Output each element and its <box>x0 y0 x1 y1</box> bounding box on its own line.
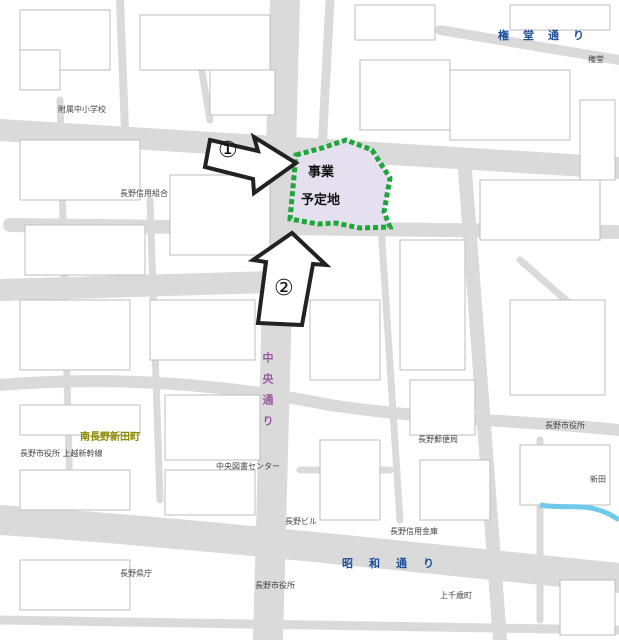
approach-arrow-2 <box>247 230 332 328</box>
building-block <box>19 404 141 436</box>
place-label-post: 長野郵便局 <box>418 435 458 444</box>
building-block <box>479 179 601 241</box>
building-block <box>354 4 436 41</box>
building-block <box>164 469 256 516</box>
building-block <box>579 99 616 181</box>
building-block <box>509 299 606 396</box>
building-block <box>449 69 571 141</box>
building-block <box>359 59 451 131</box>
place-label-center: 中央図書センター <box>216 462 280 471</box>
approach-arrow-1 <box>202 132 300 197</box>
building-block <box>149 299 256 361</box>
place-label-right-edge-1: 権堂 <box>588 55 604 64</box>
building-block <box>319 439 381 521</box>
building-block <box>19 49 61 91</box>
approach-marker-1: ① <box>218 138 238 163</box>
building-block <box>309 299 381 381</box>
place-label-bottom-right: 上千歳町 <box>440 591 472 600</box>
place-label-bank-right: 長野市役所 <box>545 421 585 430</box>
place-label-bottom-left-1: 長野県庁 <box>120 569 152 578</box>
place-label-left-mid: 長野市役所 上越新幹線 <box>20 449 103 458</box>
street-label-showa: 昭和通り <box>342 557 450 570</box>
approach-marker-2: ② <box>274 276 294 301</box>
building-block <box>559 579 616 636</box>
place-label-bottom-bank: 長野信用金庫 <box>390 527 438 536</box>
river <box>539 502 619 523</box>
building-block <box>399 239 466 371</box>
building-block <box>24 224 146 276</box>
building-block <box>19 559 131 611</box>
site-label-line1: 事業 <box>308 165 335 180</box>
site-label-line2: 予定地 <box>301 193 341 208</box>
building-block <box>409 379 476 436</box>
building-block <box>19 469 131 511</box>
building-block <box>419 459 491 521</box>
building-block <box>139 14 271 71</box>
building-blocks <box>19 4 616 636</box>
building-block <box>19 299 131 371</box>
street-label-chuo: 中央通り <box>261 352 274 436</box>
place-label-right-edge-2: 新田 <box>590 475 606 484</box>
place-label-bottom-store: 長野ビル <box>285 517 317 526</box>
building-block <box>509 4 611 31</box>
building-block <box>19 139 141 201</box>
place-label-school: 附属中小学校 <box>58 105 106 114</box>
project-site-area[interactable] <box>287 137 394 231</box>
street-label-top: 権堂通り <box>498 29 598 42</box>
district-label: 南長野新田町 <box>80 432 140 443</box>
place-label-hotel: 長野信用組合 <box>120 189 168 198</box>
place-label-bottom-left-2: 長野市役所 <box>255 581 295 590</box>
building-block <box>209 69 276 116</box>
building-block <box>519 444 611 506</box>
building-block <box>164 394 261 461</box>
